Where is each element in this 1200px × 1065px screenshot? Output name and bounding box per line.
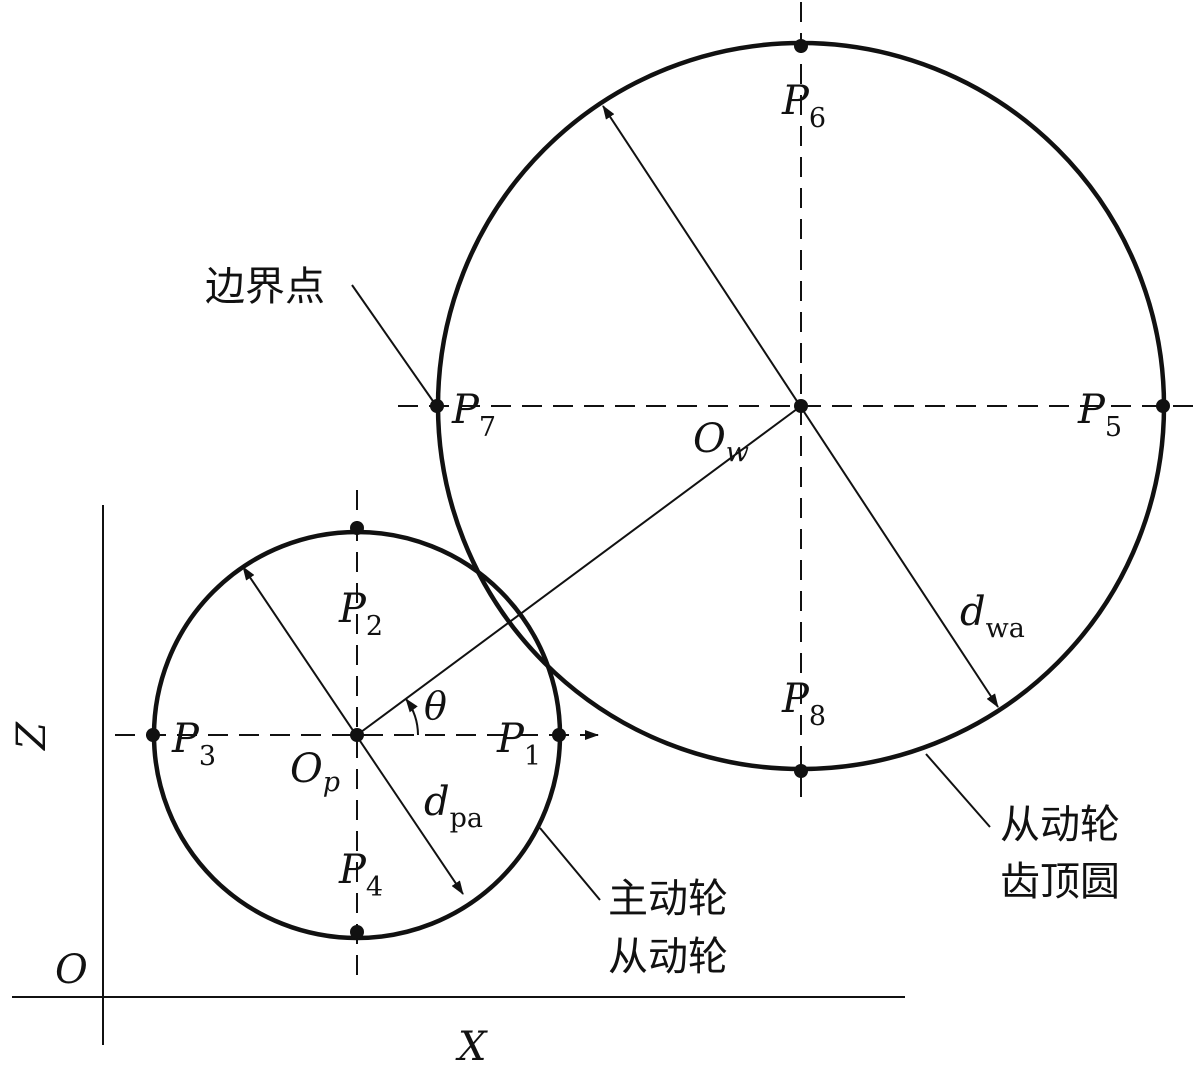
pinion-center-dot <box>350 728 364 742</box>
boundary-point-callout: 边界点 <box>205 264 325 310</box>
driven-tip-leader <box>925 753 991 828</box>
theta-angle-arc <box>405 698 419 736</box>
point-p2-label: P2 <box>338 586 383 642</box>
point-p6-label: P6 <box>781 78 826 134</box>
point-p1-label: P1 <box>496 716 541 772</box>
point-p5-label: P5 <box>1077 387 1122 443</box>
driving-wheel-leader <box>539 827 601 901</box>
pinion-center-label: Op <box>290 746 340 798</box>
point-p8-label: P8 <box>781 676 826 732</box>
wheel-diameter-label: dwa <box>960 589 1025 644</box>
point-p8-dot <box>794 764 808 778</box>
wheel-center-label: Ow <box>693 416 749 468</box>
driving-wheel-callout-line2: 从动轮 <box>608 934 728 980</box>
origin-label: O <box>55 947 88 993</box>
point-p2-dot <box>350 521 364 535</box>
theta-label: θ <box>424 684 447 728</box>
point-p5-dot <box>1156 399 1170 413</box>
point-p6-dot <box>794 39 808 53</box>
point-p4-dot <box>350 925 364 939</box>
driven-tip-callout-line2: 齿顶圆 <box>1000 859 1120 905</box>
boundary-point-leader <box>351 284 436 405</box>
driving-wheel-callout-line1: 主动轮 <box>608 876 728 922</box>
point-p3-dot <box>146 728 160 742</box>
wheel-center-dot <box>794 399 808 413</box>
point-p7-dot <box>430 399 444 413</box>
driven-tip-callout-line1: 从动轮 <box>1000 802 1120 848</box>
point-p1-dot <box>552 728 566 742</box>
x-axis-label: X <box>455 1024 488 1065</box>
point-p4-label: P4 <box>338 847 383 903</box>
point-p3-label: P3 <box>171 716 216 772</box>
z-axis-label: Z <box>9 721 55 752</box>
point-p7-label: P7 <box>451 387 496 443</box>
pinion-diameter-label: dpa <box>424 779 483 834</box>
